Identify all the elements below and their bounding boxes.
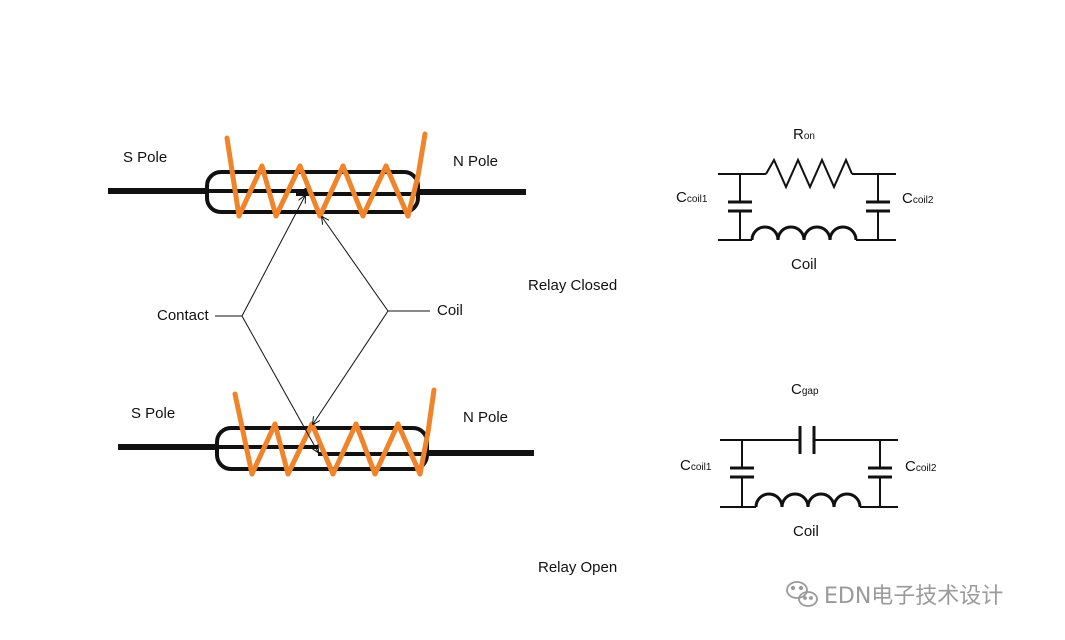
closed-equivalent-circuit <box>718 157 896 241</box>
resistor-symbol <box>765 157 853 190</box>
ccoil1-label-open: Ccoil1 <box>680 457 712 474</box>
ccoil2-label-open: Ccoil2 <box>905 458 937 475</box>
ron-label: Ron <box>793 126 815 143</box>
coil-callout-label: Coil <box>437 302 463 319</box>
coil-winding <box>224 131 428 219</box>
ccoil1-label-closed: Ccoil1 <box>676 189 708 206</box>
closed-n-pole-label: N Pole <box>453 153 498 170</box>
contact-label: Contact <box>157 307 210 324</box>
wechat-icon <box>786 581 818 607</box>
open-reed-relay: S Pole N Pole <box>118 387 534 477</box>
ccoil2-label-closed: Ccoil2 <box>902 190 934 207</box>
open-equivalent-circuit <box>720 426 898 508</box>
watermark-text: EDN电子技术设计 <box>824 584 1003 609</box>
inductor-symbol <box>754 492 862 508</box>
relay-closed-label: Relay Closed <box>528 277 617 294</box>
relay-open-label: Relay Open <box>538 559 617 576</box>
coil-callout <box>313 217 430 424</box>
closed-reed-relay: S Pole N Pole <box>108 131 526 219</box>
coil-winding <box>232 387 437 477</box>
open-s-pole-label: S Pole <box>131 405 175 422</box>
cgap-label: Cgap <box>791 381 819 398</box>
inductor-label-closed: Coil <box>791 256 817 273</box>
open-n-pole-label: N Pole <box>463 409 508 426</box>
inductor-label-open: Coil <box>793 523 819 540</box>
closed-s-pole-label: S Pole <box>123 149 167 166</box>
inductor-symbol <box>750 225 858 241</box>
contact-callout <box>215 196 318 452</box>
